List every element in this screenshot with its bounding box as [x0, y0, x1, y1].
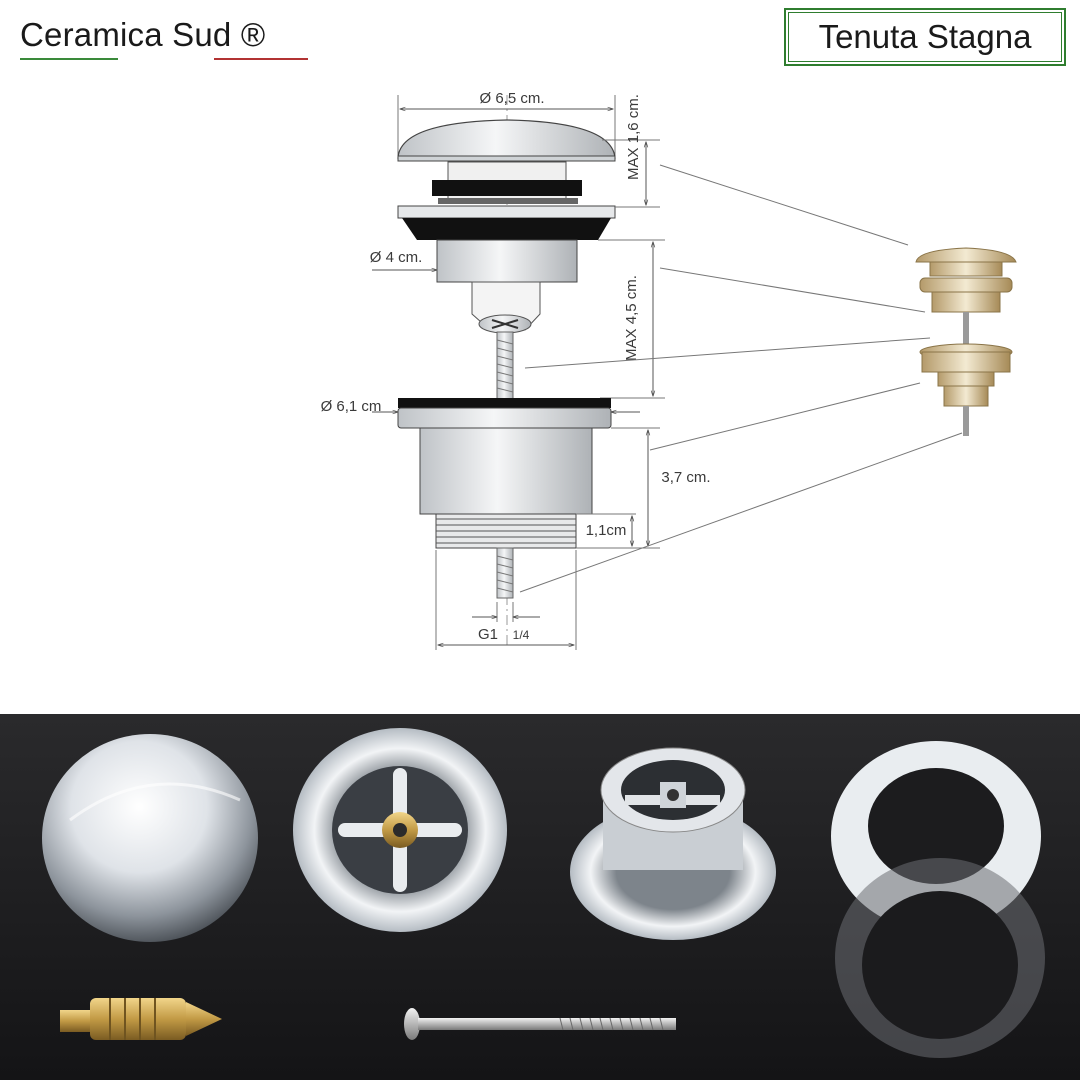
technical-drawing: Ø 6,5 cm. MAX 1,6 cm. Ø 4 cm. [321, 90, 1017, 650]
lower-screw-drawing [496, 547, 514, 599]
dim-max-height: MAX 4,5 cm. [598, 239, 665, 399]
label-thread-fraction: 1/4 [513, 628, 530, 642]
label-thread-height: 1,1cm [586, 522, 627, 539]
leader-lines [519, 164, 963, 593]
cap-drawing [397, 119, 616, 240]
dim-cap-diameter: Ø 6,5 cm. [397, 90, 616, 160]
clear-gasket [835, 858, 1045, 1058]
feature-badge: Tenuta Stagna [784, 8, 1066, 66]
label-stem-diameter: Ø 4 cm. [370, 249, 423, 266]
label-thread-size: G1 [478, 626, 498, 643]
product-parts-photo [0, 714, 1080, 1080]
brand-underline-red [214, 58, 308, 60]
chrome-cap [42, 734, 258, 942]
long-screw [404, 1008, 676, 1040]
brass-spring-cartridge [60, 998, 222, 1040]
dim-body-height: 3,7 cm. 1,1cm [576, 427, 711, 549]
dim-cap-height: MAX 1,6 cm. [602, 94, 660, 208]
brand-title: Ceramica Sud ® [20, 16, 266, 53]
threaded-body [570, 747, 776, 940]
label-cap-height: MAX 1,6 cm. [625, 94, 642, 180]
dim-thread-size: G1 1/4 [435, 550, 577, 650]
label-max-height: MAX 4,5 cm. [623, 275, 640, 361]
label-body-height: 3,7 cm. [661, 469, 710, 486]
base-drawing: Ø 6,1 cm [321, 398, 640, 549]
screw-drawing [478, 314, 532, 401]
brand-underline-green [20, 58, 118, 60]
gold-product-exploded-view [915, 247, 1017, 436]
stem-drawing: Ø 4 cm. [370, 239, 578, 331]
label-cap-diameter: Ø 6,5 cm. [479, 90, 544, 107]
drain-body [293, 728, 507, 932]
label-base-diameter: Ø 6,1 cm [321, 398, 382, 415]
